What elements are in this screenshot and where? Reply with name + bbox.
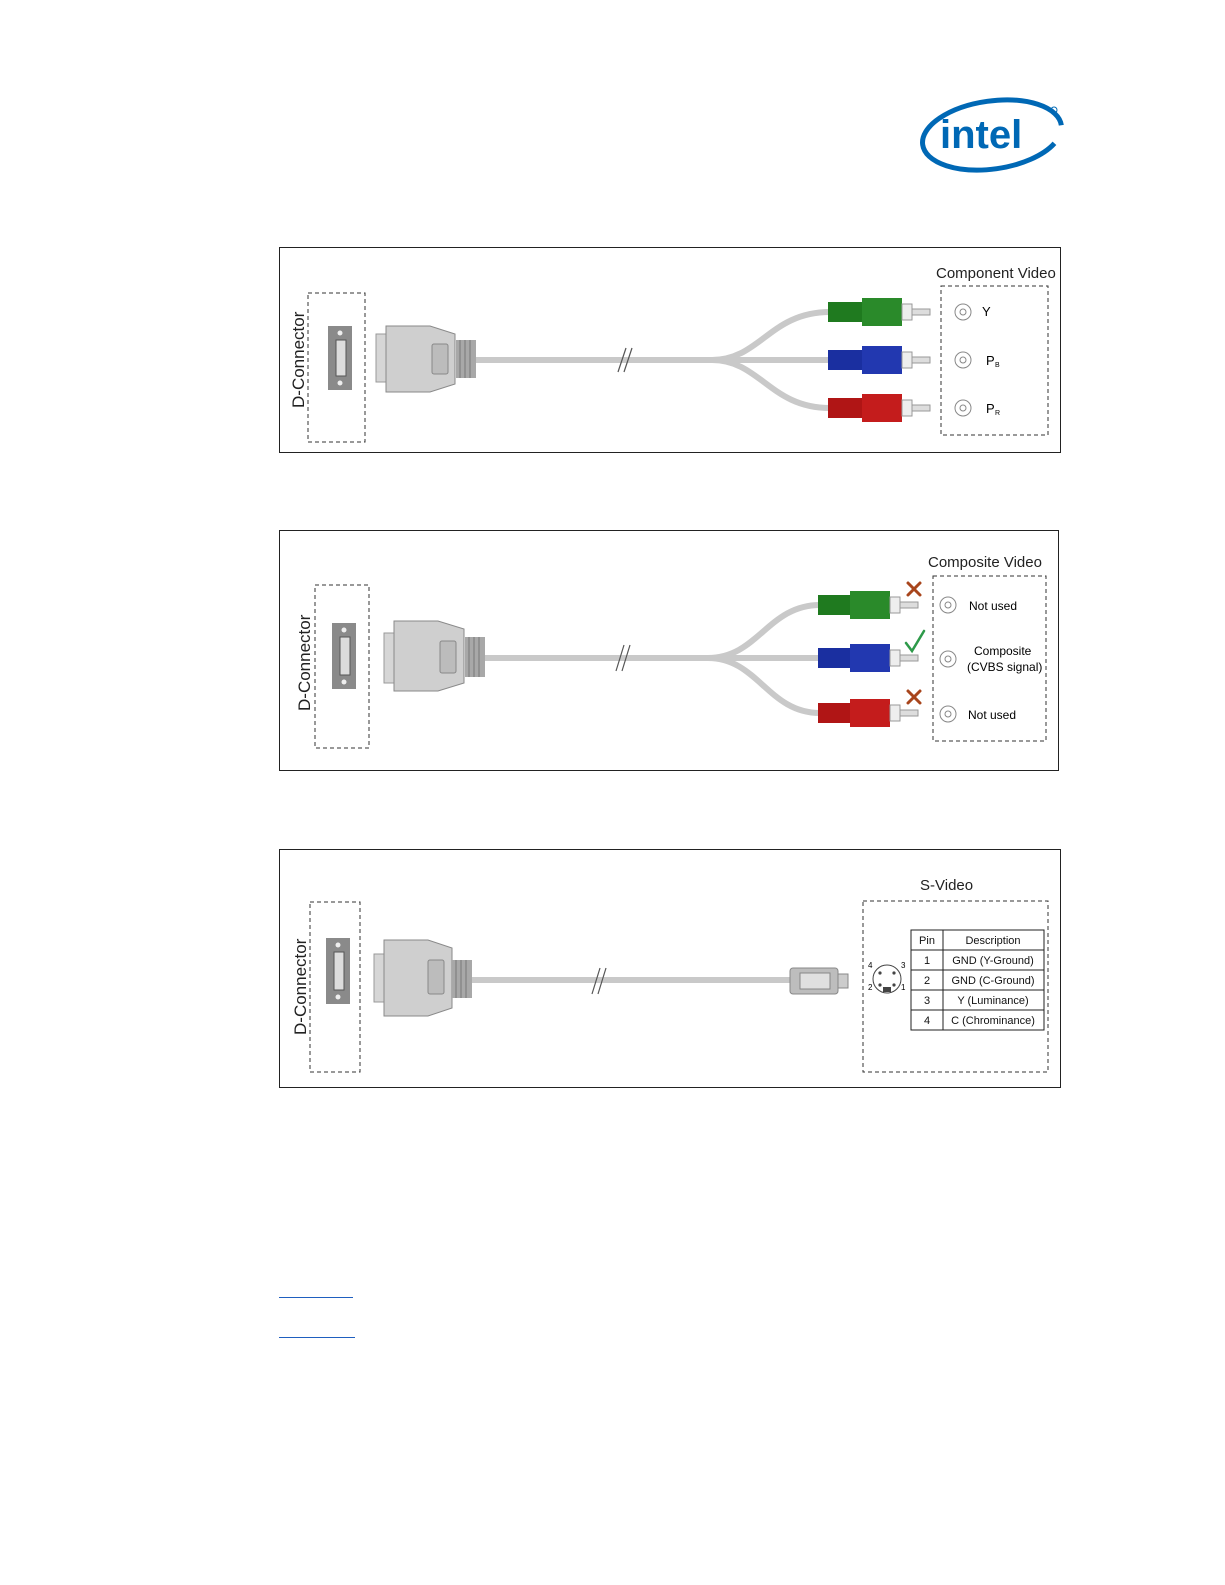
mini-din-socket-icon	[873, 965, 901, 993]
link-underline-2[interactable]	[279, 1337, 355, 1338]
jack-label-pr-sub: R	[995, 410, 1000, 417]
jack-label-y: Y	[982, 304, 991, 319]
jack-label-pb-sub: B	[995, 362, 1000, 369]
s-video-title: S-Video	[920, 877, 973, 894]
jack-icon-3	[940, 706, 956, 722]
jack-label-pb: P	[986, 353, 995, 368]
jack-label-cvbs: (CVBS signal)	[967, 660, 1042, 674]
component-video-figure: D-Connector	[279, 247, 1061, 453]
cable	[476, 312, 830, 408]
d-connector-port-icon	[332, 623, 356, 689]
pin-number: 2	[868, 983, 873, 992]
s-video-figure: D-Connector S-Video	[279, 849, 1061, 1088]
link-underline-1[interactable]	[279, 1297, 353, 1298]
pinout-cell: C (Chrominance)	[951, 1015, 1035, 1027]
cable	[485, 605, 820, 713]
d-connector-port-icon	[328, 326, 352, 390]
rca-plug-blue	[828, 346, 930, 374]
d-connector-plug-icon	[384, 621, 485, 691]
jack-icon-2	[940, 651, 956, 667]
pinout-cell: 3	[924, 995, 930, 1007]
d-connector-label: D-Connector	[289, 311, 308, 408]
pin-number: 3	[901, 961, 906, 970]
pinout-cell: 2	[924, 975, 930, 987]
pinout-cell: 1	[924, 955, 930, 967]
pinout-cell: GND (C-Ground)	[951, 975, 1034, 987]
component-video-title: Component Video	[936, 265, 1056, 282]
jack-icon-y	[955, 304, 971, 320]
d-connector-label: D-Connector	[291, 938, 310, 1035]
pin-number: 4	[868, 961, 873, 970]
jack-label-not-used-2: Not used	[968, 708, 1016, 722]
rca-plug-green	[818, 591, 918, 619]
d-connector-port-icon	[326, 938, 350, 1004]
jack-icon-pr	[955, 400, 971, 416]
rca-plug-blue	[818, 644, 918, 672]
pinout-cell: 4	[924, 1015, 930, 1027]
not-used-x-icon	[908, 691, 920, 703]
d-connector-label: D-Connector	[295, 614, 314, 711]
intel-logo: intel	[918, 96, 1068, 176]
pin-number: 1	[901, 983, 906, 992]
rca-plug-green	[828, 298, 930, 326]
pinout-cell: Y (Luminance)	[957, 995, 1028, 1007]
not-used-x-icon	[908, 583, 920, 595]
pinout-header-pin: Pin	[919, 935, 935, 947]
jack-icon-1	[940, 597, 956, 613]
composite-video-title: Composite Video	[928, 554, 1042, 571]
rca-plug-red	[818, 699, 918, 727]
jack-label-composite: Composite	[974, 644, 1032, 658]
jack-label-pr: P	[986, 401, 995, 416]
pinout-cell: GND (Y-Ground)	[952, 955, 1034, 967]
composite-video-figure: D-Connector	[279, 530, 1059, 771]
jack-label-not-used-1: Not used	[969, 599, 1017, 613]
s-video-plug-icon	[790, 968, 848, 994]
d-connector-plug-icon	[376, 326, 476, 392]
logo-wordmark: intel	[940, 113, 1022, 157]
used-check-icon	[906, 631, 924, 651]
d-connector-plug-icon	[374, 940, 472, 1016]
jack-icon-pb	[955, 352, 971, 368]
pinout-header-description: Description	[965, 935, 1020, 947]
rca-plug-red	[828, 394, 930, 422]
